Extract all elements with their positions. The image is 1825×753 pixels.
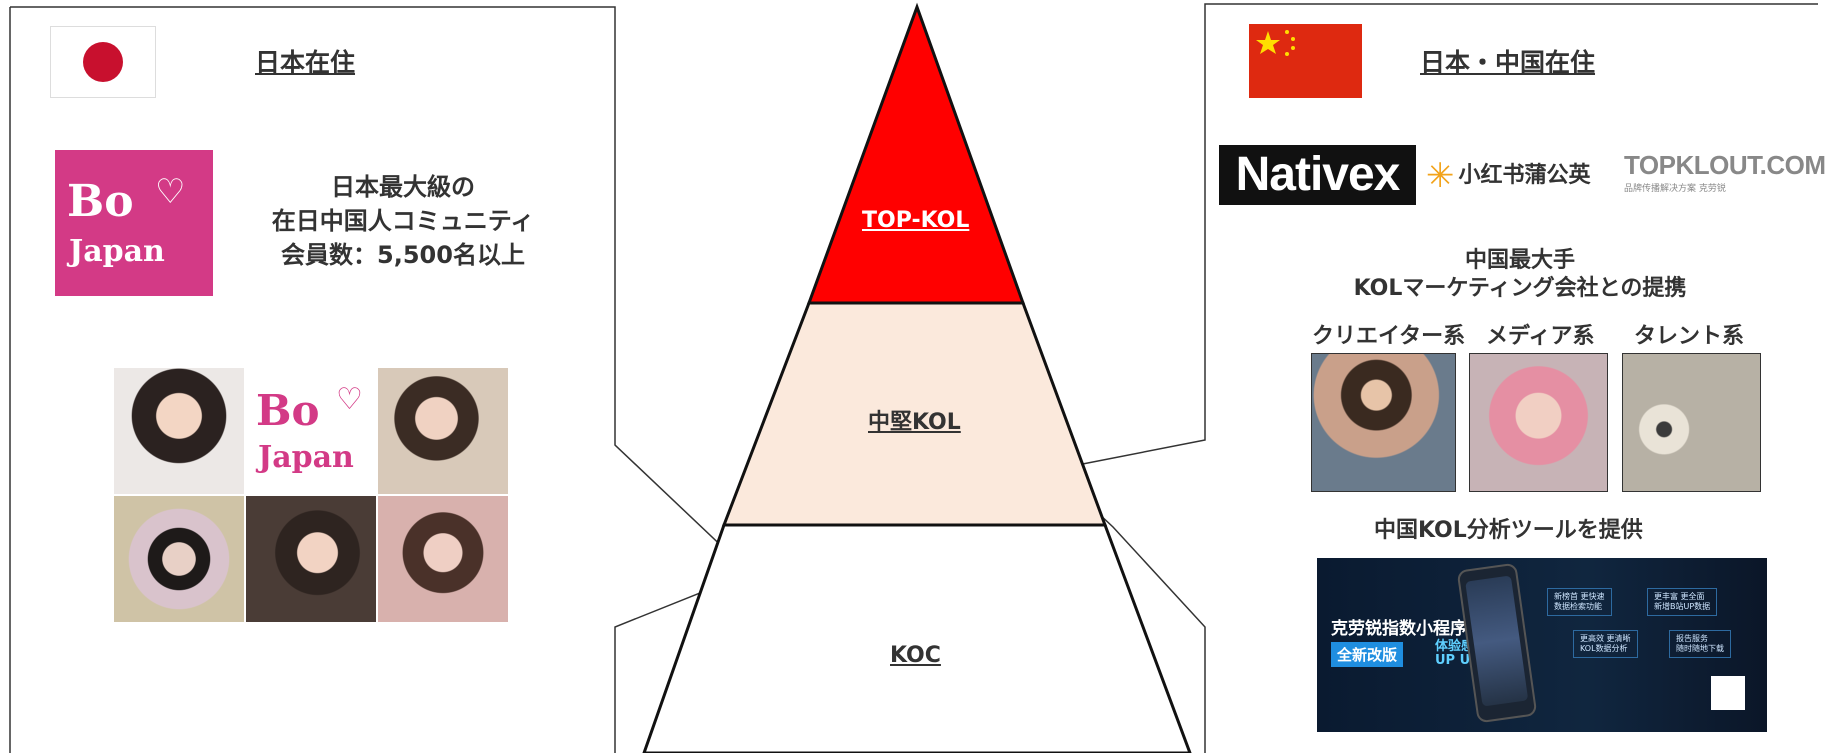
right-heading: 日本・中国在住 — [1420, 48, 1596, 77]
bo-japan-logo-tile: Bo ♡ Japan — [246, 368, 376, 494]
qr-code-icon — [1711, 676, 1745, 710]
phone-mockup — [1456, 562, 1538, 724]
heart-icon: ♡ — [336, 382, 363, 417]
portrait-photo — [114, 496, 244, 622]
creator-photo — [1311, 353, 1456, 492]
portrait-photo — [378, 368, 508, 494]
desc-line-3: 会員数：5,500名以上 — [281, 241, 525, 269]
desc-line-1: 日本最大級の — [331, 173, 475, 201]
top-kol-label: TOP-KOL — [862, 208, 970, 233]
left-panel-border — [10, 6, 752, 753]
category-talent: タレント系 — [1634, 324, 1745, 349]
banner-feature: 更高效 更清晰 KOL数据分析 — [1573, 630, 1638, 658]
logo-line1: Bo — [256, 386, 320, 435]
portrait-photo — [246, 496, 376, 622]
banner-title: 克劳锐指数小程序 — [1331, 619, 1467, 639]
partner-line-1: 中国最大手 — [1464, 248, 1575, 273]
china-flag-icon — [1249, 24, 1362, 98]
topklout-logo: TOPKLOUT.COM 品牌传播解决方案 克劳锐 — [1624, 150, 1825, 198]
japan-flag-icon — [50, 26, 156, 98]
logo-line2: Japan — [258, 440, 354, 475]
topklout-text: TOPKLOUT.COM — [1624, 150, 1825, 180]
banner-feature: 新榜首 更快速 数据检索功能 — [1547, 588, 1612, 616]
community-description: 日本最大級の 在日中国人コミュニティ 会員数：5,500名以上 — [238, 170, 568, 272]
portrait-photo — [378, 496, 508, 622]
koc-label: KOC — [890, 643, 941, 668]
dandelion-icon: ✳ — [1426, 156, 1455, 196]
category-creator: クリエイター系 — [1312, 324, 1466, 349]
logo-line1: Bo — [67, 176, 134, 227]
banner-feature: 报告服务 随时随地下载 — [1669, 630, 1731, 658]
media-photo — [1469, 353, 1608, 492]
phone-screen — [1465, 575, 1529, 707]
pyramid-level-koc — [642, 523, 1192, 753]
partner-line-2: KOLマーケティング会社との提携 — [1353, 276, 1687, 301]
nativex-logo: Nativex — [1219, 145, 1416, 205]
xhs-text: 小红书蒲公英 — [1458, 163, 1591, 188]
logo-line2: Japan — [69, 234, 165, 269]
desc-line-2: 在日中国人コミュニティ — [271, 207, 535, 235]
mid-kol-label: 中堅KOL — [868, 410, 961, 435]
talent-photo — [1622, 353, 1761, 492]
pyramid-level-top-kol — [806, 2, 1026, 305]
bo-japan-logo: Bo ♡ Japan — [55, 150, 213, 296]
kol-analysis-tool-banner: 克劳锐指数小程序 全新改版 体验感 UP UP !! 新榜首 更快速 数据检索功… — [1317, 558, 1767, 732]
china-flag-stars — [1256, 30, 1295, 56]
banner-badge: 全新改版 — [1331, 642, 1404, 667]
left-heading: 日本在住 — [255, 48, 356, 77]
topklout-subtext: 品牌传播解决方案 克劳锐 — [1624, 184, 1726, 194]
tool-text: 中国KOL分析ツールを提供 — [1374, 518, 1643, 543]
flag-sun — [83, 42, 123, 82]
heart-icon: ♡ — [155, 172, 186, 212]
banner-feature: 更丰富 更全面 新增B站UP数据 — [1647, 588, 1718, 616]
portrait-photo — [114, 368, 244, 494]
category-media: メディア系 — [1486, 324, 1595, 349]
xiaohongshu-logo: ✳小红书蒲公英 — [1426, 150, 1616, 202]
